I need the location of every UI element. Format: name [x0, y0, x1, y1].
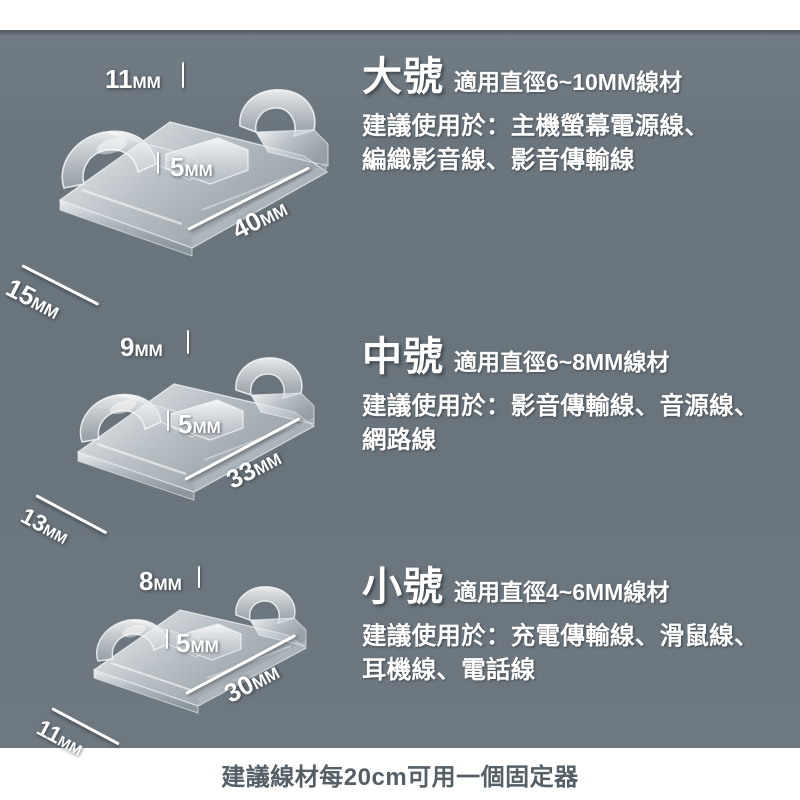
description-line-1: 建議使用於：主機螢幕電源線、 [362, 113, 710, 140]
dimension-height-small: 8MM [139, 566, 182, 596]
tick-depth-medium [167, 410, 169, 431]
heading-row-medium: 中號 適用直徑6~8MM線材 [362, 336, 792, 378]
text-block-large: 大號 適用直徑6~10MM線材 建議使用於：主機螢幕電源線、 編織影音線、影音傳… [362, 56, 792, 178]
product-section-medium: 9MM 5MM 33MM 13MM 中號 適用直徑6~8MM線材 建議使用於：影… [0, 318, 800, 548]
clip-photo-small [80, 566, 320, 726]
dimension-depth-large: 5MM [170, 152, 213, 182]
clip-photo-medium [62, 334, 330, 514]
bottom-caption: 建議線材每20cm可用一個固定器 [0, 748, 800, 800]
description-line-2: 編織影音線、影音傳輸線 [362, 146, 635, 174]
size-subtitle-medium: 適用直徑6~8MM線材 [454, 349, 670, 375]
tick-depth-small [166, 629, 168, 649]
bottom-caption-text: 建議線材每20cm可用一個固定器 [221, 763, 579, 791]
tick-height-medium [187, 330, 189, 354]
tick-height-small [198, 566, 200, 588]
text-block-medium: 中號 適用直徑6~8MM線材 建議使用於：影音傳輸線、音源線、 網路線 [362, 336, 792, 458]
description-line-1: 建議使用於：充電傳輸線、滑鼠線、 [362, 623, 759, 650]
size-subtitle-small: 適用直徑4~6MM線材 [454, 579, 670, 605]
size-title-large: 大號 [362, 55, 444, 99]
dimension-height-medium: 9MM [120, 332, 163, 362]
dimension-depth-medium: 5MM [178, 409, 221, 439]
size-subtitle-large: 適用直徑6~10MM線材 [454, 69, 683, 95]
description-medium: 建議使用於：影音傳輸線、音源線、 網路線 [362, 390, 792, 458]
description-line-2: 耳機線、電話線 [362, 656, 536, 684]
description-line-1: 建議使用於：影音傳輸線、音源線、 [362, 393, 759, 420]
size-title-medium: 中號 [362, 335, 444, 379]
tick-height-large [182, 62, 184, 88]
clip-photo-large [42, 60, 342, 275]
heading-row-small: 小號 適用直徑4~6MM線材 [362, 566, 792, 608]
text-block-small: 小號 適用直徑4~6MM線材 建議使用於：充電傳輸線、滑鼠線、 耳機線、電話線 [362, 566, 792, 688]
dimension-height-large: 11MM [105, 64, 161, 94]
size-title-small: 小號 [362, 565, 444, 609]
description-line-2: 網路線 [362, 426, 437, 454]
product-section-small: 8MM 5MM 30MM 11MM 小號 適用直徑4~6MM線材 建議使用於：充… [0, 552, 800, 759]
product-section-large: 11MM 5MM 40MM 15MM 大號 適用直徑6~10MM線材 建議使用於… [0, 42, 800, 323]
description-large: 建議使用於：主機螢幕電源線、 編織影音線、影音傳輸線 [362, 110, 792, 178]
description-small: 建議使用於：充電傳輸線、滑鼠線、 耳機線、電話線 [362, 620, 792, 688]
dimension-depth-small: 5MM [176, 628, 219, 658]
tick-depth-large [157, 152, 159, 174]
heading-row-large: 大號 適用直徑6~10MM線材 [362, 56, 792, 98]
